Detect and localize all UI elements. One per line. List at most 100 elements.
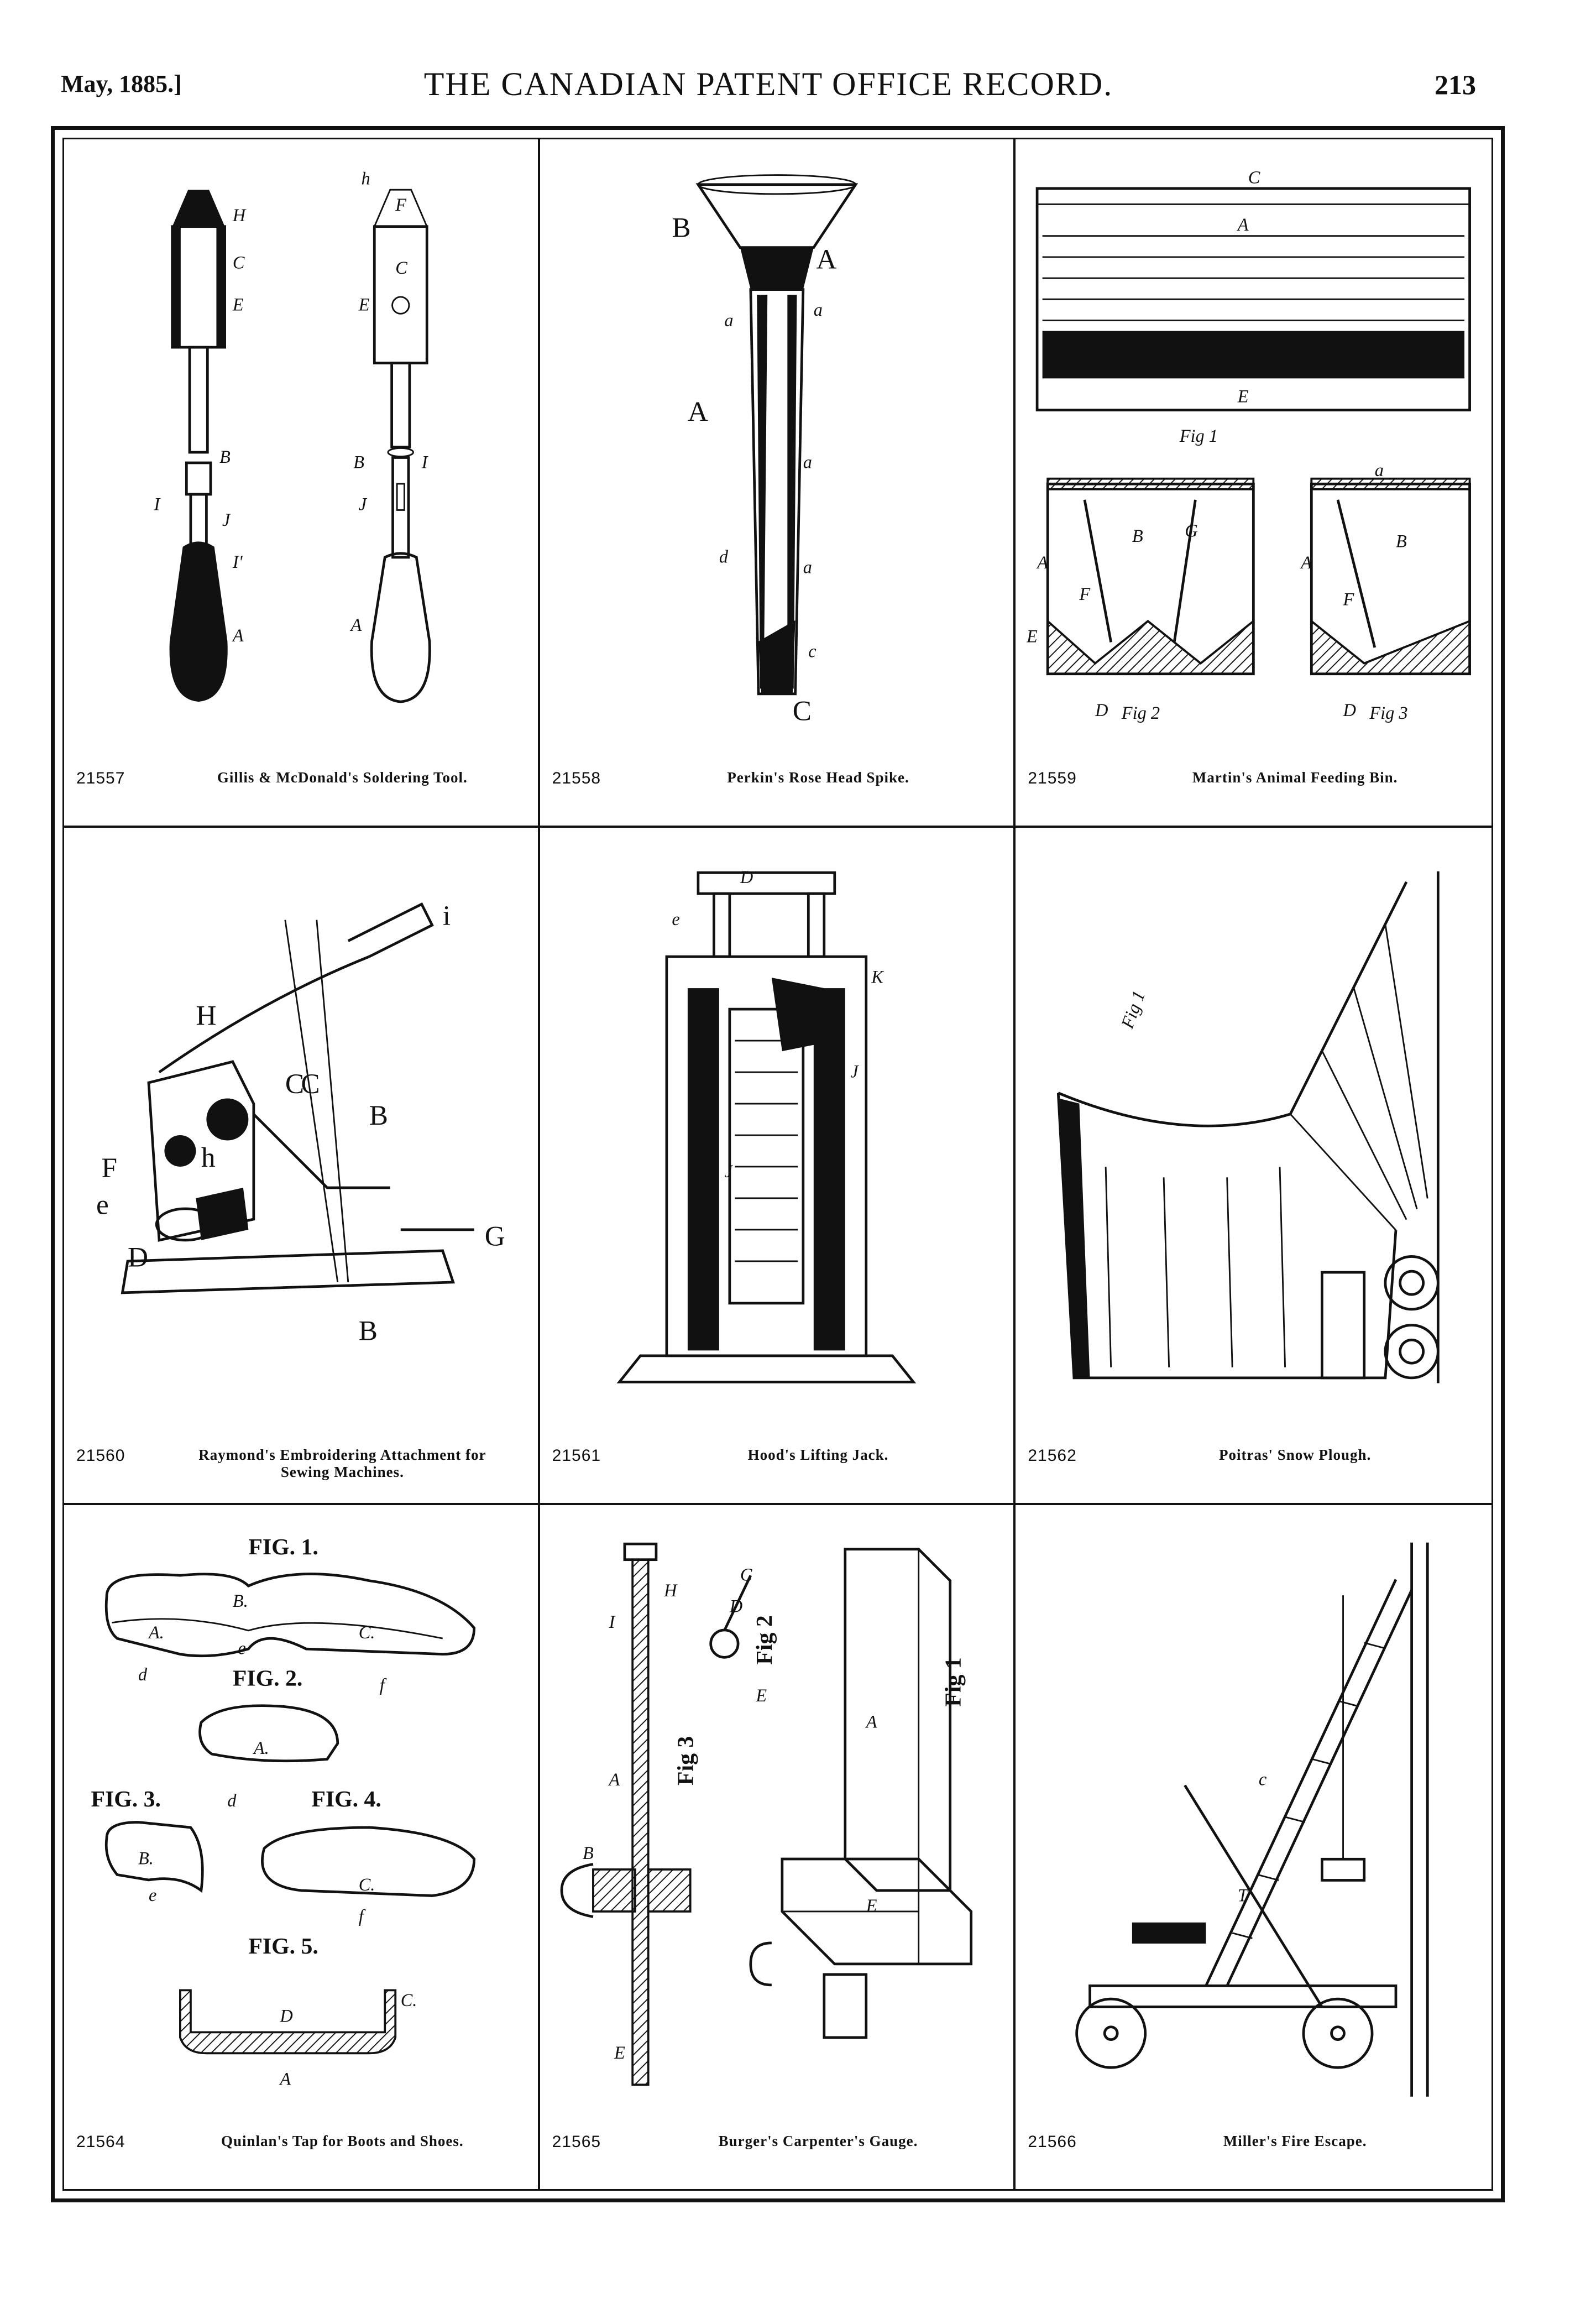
- svg-text:K: K: [871, 967, 884, 987]
- svg-text:I: I: [153, 494, 160, 514]
- page-header: May, 1885.] THE CANADIAN PATENT OFFICE R…: [61, 65, 1476, 115]
- caption-21557: 21557 Gillis & McDonald's Soldering Tool…: [76, 769, 526, 813]
- figure-soldering-tool: H C E B I J I' A: [75, 150, 527, 765]
- svg-text:J: J: [222, 510, 231, 530]
- patent-number: 21564: [76, 2133, 125, 2151]
- svg-text:J: J: [359, 494, 368, 514]
- patent-cell-21559: C A E Fig 1 A B G F E: [1016, 139, 1491, 828]
- boot-tap-drawing: FIG. 1. A. B. C. d e f FIG. 2. A. FIG. 3…: [91, 1534, 476, 2088]
- svg-text:B: B: [359, 1315, 378, 1346]
- quinlan-fig-3-label: FIG. 3.: [91, 1787, 160, 1812]
- patent-cell-21558: B A a a A a d a c C 21558 Perkin's Rose …: [540, 139, 1016, 828]
- figure-animal-feeding-bin: C A E Fig 1 A B G F E: [1026, 150, 1480, 765]
- page-number: 213: [1435, 69, 1476, 100]
- svg-text:e: e: [149, 1885, 156, 1905]
- lifting-jack-drawing: e K D J J: [616, 867, 916, 1383]
- svg-text:A: A: [1237, 215, 1249, 235]
- svg-text:C: C: [285, 1068, 304, 1100]
- svg-text:B: B: [1396, 532, 1407, 552]
- svg-text:f: f: [359, 1906, 366, 1926]
- patent-number: 21566: [1028, 2133, 1077, 2151]
- patent-number: 21557: [76, 769, 125, 787]
- svg-text:B: B: [583, 1843, 594, 1863]
- svg-text:C: C: [740, 1565, 752, 1585]
- svg-text:E: E: [1237, 387, 1249, 406]
- svg-text:A: A: [232, 625, 244, 645]
- svg-text:E: E: [358, 295, 370, 315]
- patent-number: 21561: [552, 1446, 601, 1465]
- svg-text:C.: C.: [359, 1622, 375, 1642]
- rose-head-spike-drawing: B A a a A a d a c C: [672, 174, 858, 727]
- patent-title: Miller's Fire Escape.: [1223, 2133, 1367, 2149]
- svg-text:G: G: [485, 1220, 505, 1252]
- burger-fig-1-label: Fig 1: [940, 1657, 966, 1706]
- svg-text:A: A: [608, 1769, 620, 1789]
- patent-cell-21560: H i C C B h F e D G B 21560 Ray: [64, 828, 540, 1505]
- issue-date: May, 1885.]: [61, 70, 182, 97]
- caption-21559: 21559 Martin's Animal Feeding Bin.: [1028, 769, 1479, 813]
- embroidering-attachment-drawing: H i C C B h F e D G B: [96, 900, 505, 1346]
- figure-lifting-jack: e K D J J: [551, 839, 1003, 1442]
- svg-text:A: A: [816, 244, 836, 275]
- patent-cell-21557: H C E B I J I' A: [64, 139, 540, 828]
- svg-text:E: E: [614, 2043, 625, 2062]
- svg-text:F: F: [101, 1152, 117, 1184]
- svg-text:F: F: [1343, 590, 1355, 610]
- patent-title: Perkin's Rose Head Spike.: [727, 769, 909, 786]
- svg-text:C: C: [792, 695, 811, 727]
- svg-text:C: C: [395, 258, 407, 278]
- snow-plough-drawing: Fig 1: [1057, 871, 1440, 1383]
- svg-text:C.: C.: [401, 1990, 417, 2010]
- patent-cell-21565: I H A B E Fig 3 D C E Fig 2: [540, 1505, 1016, 2189]
- patent-cell-21564: FIG. 1. A. B. C. d e f FIG. 2. A. FIG. 3…: [64, 1505, 540, 2189]
- svg-text:C: C: [1248, 168, 1260, 187]
- patent-number: 21565: [552, 2133, 601, 2151]
- svg-text:I': I': [232, 552, 243, 572]
- patent-number: 21560: [76, 1446, 125, 1465]
- svg-text:I: I: [608, 1612, 615, 1632]
- svg-text:A: A: [350, 615, 362, 635]
- svg-text:a: a: [1375, 461, 1384, 481]
- patent-number: 21558: [552, 769, 601, 787]
- svg-text:f: f: [380, 1675, 387, 1695]
- patent-plate: H C E B I J I' A: [51, 126, 1505, 2202]
- svg-text:e: e: [238, 1638, 245, 1658]
- plate-inner-border: H C E B I J I' A: [62, 138, 1493, 2191]
- patent-title: Martin's Animal Feeding Bin.: [1192, 769, 1398, 786]
- soldering-tool-drawing: H C E B I J I' A: [153, 169, 431, 703]
- svg-text:Fig 1: Fig 1: [1118, 988, 1150, 1031]
- caption-21562: 21562 Poitras' Snow Plough.: [1028, 1446, 1479, 1491]
- patent-number: 21559: [1028, 769, 1077, 787]
- svg-text:C.: C.: [359, 1874, 375, 1894]
- svg-text:B: B: [1132, 526, 1143, 546]
- svg-text:B: B: [353, 452, 364, 472]
- caption-21560: 21560 Raymond's Embroidering Attachment …: [76, 1446, 526, 1491]
- svg-text:a: a: [813, 300, 822, 320]
- svg-text:e: e: [96, 1189, 109, 1220]
- fig-1-label: Fig 1: [1179, 426, 1218, 446]
- svg-text:d: d: [227, 1790, 237, 1810]
- svg-text:E: E: [865, 1895, 877, 1915]
- quinlan-fig-2-label: FIG. 2.: [233, 1666, 302, 1691]
- svg-text:d: d: [719, 546, 729, 566]
- svg-text:A.: A.: [148, 1622, 164, 1642]
- svg-text:B.: B.: [138, 1848, 154, 1868]
- patent-title: Burger's Carpenter's Gauge.: [718, 2133, 918, 2149]
- patent-title: Poitras' Snow Plough.: [1219, 1446, 1372, 1463]
- svg-text:D: D: [1095, 701, 1108, 720]
- caption-21561: 21561 Hood's Lifting Jack.: [552, 1446, 1002, 1491]
- svg-text:B.: B.: [233, 1591, 248, 1611]
- svg-text:E: E: [232, 295, 244, 315]
- figure-boot-tap: FIG. 1. A. B. C. d e f FIG. 2. A. FIG. 3…: [75, 1516, 527, 2128]
- svg-text:C: C: [301, 1068, 320, 1100]
- caption-21565: 21565 Burger's Carpenter's Gauge.: [552, 2133, 1002, 2177]
- fire-escape-drawing: c T: [1075, 1542, 1429, 2097]
- svg-text:F: F: [1079, 584, 1091, 604]
- svg-text:H: H: [663, 1580, 678, 1600]
- figure-embroidering-attachment: H i C C B h F e D G B: [75, 839, 527, 1442]
- patent-title: Gillis & McDonald's Soldering Tool.: [217, 769, 468, 786]
- patent-title: Quinlan's Tap for Boots and Shoes.: [221, 2133, 464, 2149]
- figure-snow-plough: Fig 1: [1027, 839, 1480, 1442]
- svg-text:T: T: [1238, 1886, 1249, 1906]
